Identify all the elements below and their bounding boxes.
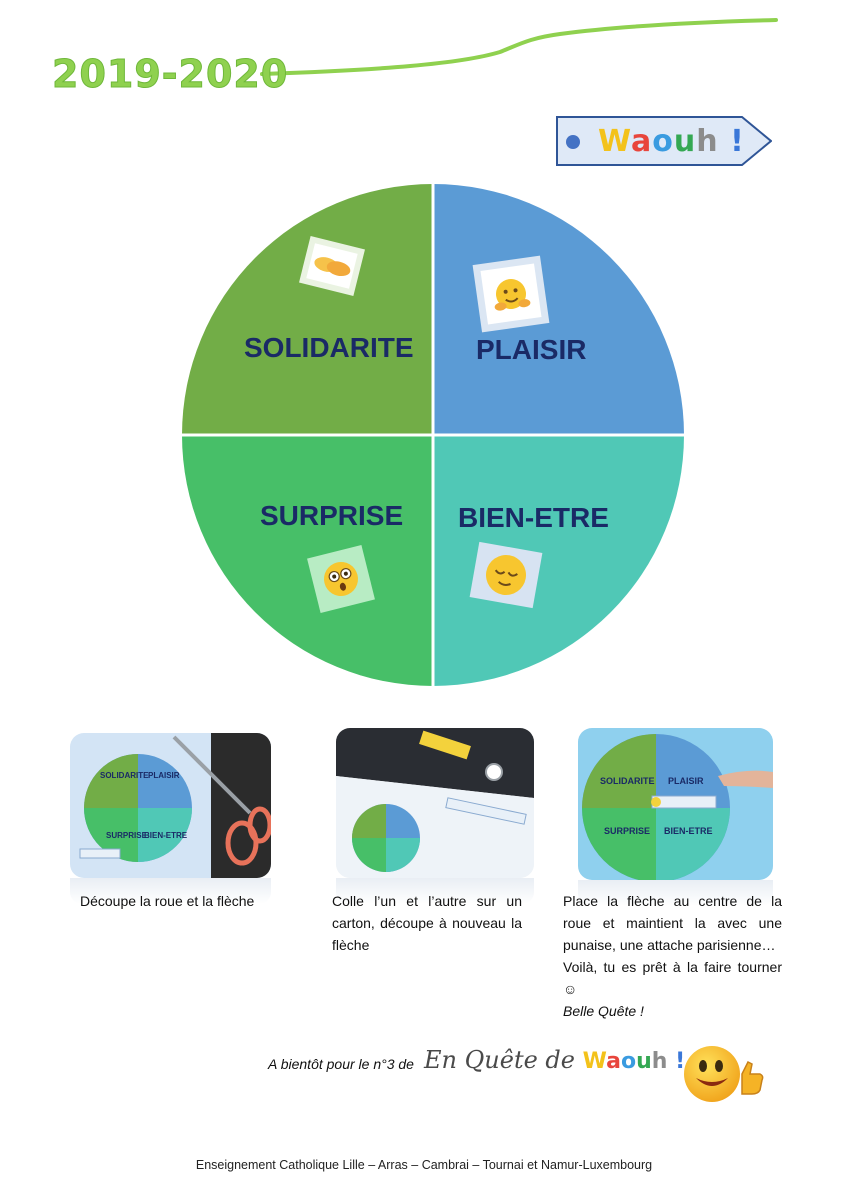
wheel-segment-bien-etre (433, 435, 684, 686)
photo-step-2 (336, 728, 534, 878)
waouh-logo-text: Waouh ! (582, 1049, 686, 1074)
caption-step-3: Place la flèche au centre de la roue et … (563, 890, 782, 1022)
school-year-title: 2019-2020 (51, 52, 289, 97)
hugging-face-icon (472, 255, 550, 333)
wheel-segment-plaisir (433, 184, 684, 435)
wheel-segment-surprise (182, 435, 433, 686)
wheel-label-bien-etre: BIEN-ETRE (458, 502, 609, 533)
relieved-face-icon (469, 541, 543, 609)
next-issue-text: A bientôt pour le n°3 de (268, 1056, 414, 1072)
caption-step-1: Découpe la roue et la flèche (80, 893, 255, 909)
emotion-wheel: SOLIDARITE PLAISIR SURPRISE BIEN-ETRE (180, 182, 686, 688)
wheel-label-solidarite: SOLIDARITE (244, 332, 414, 363)
finger-icon (718, 770, 773, 788)
pin-icon (651, 797, 661, 807)
wheel-label-plaisir: PLAISIR (476, 334, 587, 365)
en-quete-title: En Quête de Waouh ! (424, 1046, 686, 1074)
waouh-badge (556, 116, 772, 166)
wheel-label-surprise: SURPRISE (260, 500, 404, 531)
bullet-dot-icon (566, 135, 580, 149)
waouh-badge-text: Waouh ! (598, 124, 745, 159)
footer-text: Enseignement Catholique Lille – Arras – … (195, 1158, 653, 1172)
glue-stick-icon (419, 730, 471, 760)
wheel-segment-solidarite (182, 184, 433, 435)
photo-step-3: SOLIDARITE PLAISIR SURPRISE BIEN-ETRE (578, 728, 773, 880)
scissors-icon (172, 735, 252, 815)
thumbs-up-smiley-icon (684, 1046, 764, 1102)
astonished-face-icon (307, 545, 375, 613)
caption-step-2: Colle l’un et l’autre sur un carton, déc… (332, 893, 522, 953)
photo-step-1: SOLIDARITE PLAISIR SURPRISE BIEN-ETRE (70, 733, 271, 878)
handshake-icon (299, 235, 365, 297)
closing-text: Belle Quête ! (563, 1003, 644, 1019)
header-swoosh-line (260, 18, 778, 76)
